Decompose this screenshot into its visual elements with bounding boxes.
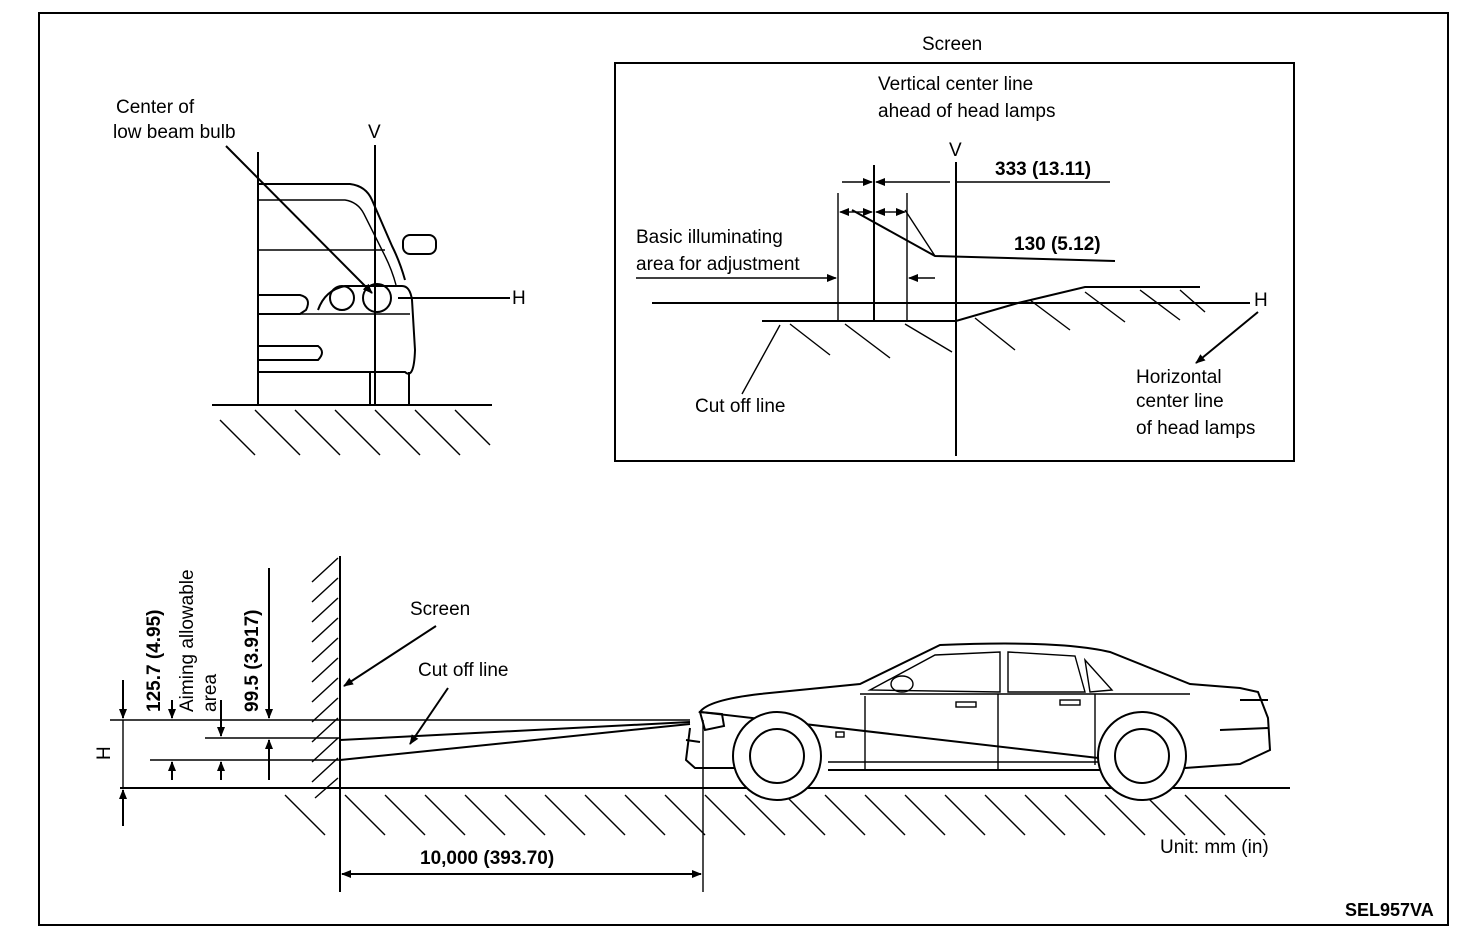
screen-v-label: V (949, 140, 962, 161)
front-h-label: H (512, 288, 526, 309)
screen-h-label: H (1254, 290, 1268, 311)
aiming-label-line2: area (200, 674, 221, 712)
screen-panel: Screen Vertical center line ahead of hea… (614, 34, 1295, 462)
front-view: H V Center of low beam bulb (113, 97, 526, 456)
dim-130-label: 130 (5.12) (1014, 234, 1101, 255)
outer-frame (38, 12, 1449, 926)
unit-note: Unit: mm (in) (1160, 837, 1269, 858)
side-cutoff-label: Cut off line (418, 660, 508, 681)
basic-label-line2: area for adjustment (636, 254, 800, 275)
aiming-label-line1: Aiming allowable (177, 569, 198, 712)
screen-panel-title: Screen (922, 34, 982, 55)
car-side-silhouette (684, 642, 1272, 801)
side-view: H 125.7 (4.95) Aiming allowable area 99.… (94, 556, 1290, 892)
basic-label-line1: Basic illuminating (636, 227, 783, 248)
vcl-line1: Vertical center line (878, 74, 1033, 95)
hcl-line2: center line (1136, 391, 1224, 412)
bulb-label-line1: Center of (116, 97, 195, 118)
dim-333-label: 333 (13.11) (995, 159, 1091, 180)
dim-125-label: 125.7 (4.95) (144, 610, 165, 712)
vcl-line2: ahead of head lamps (878, 101, 1055, 122)
bulb-label-line2: low beam bulb (113, 122, 236, 143)
screen-cutoff-label: Cut off line (695, 396, 785, 417)
side-h-label: H (94, 746, 115, 760)
figure-code: SEL957VA (1345, 900, 1434, 920)
hcl-line3: of head lamps (1136, 418, 1255, 439)
hcl-line1: Horizontal (1136, 367, 1222, 388)
side-screen-label: Screen (410, 599, 470, 620)
distance-label: 10,000 (393.70) (420, 848, 554, 869)
dim-99-label: 99.5 (3.917) (242, 610, 263, 712)
front-v-label: V (368, 122, 381, 143)
